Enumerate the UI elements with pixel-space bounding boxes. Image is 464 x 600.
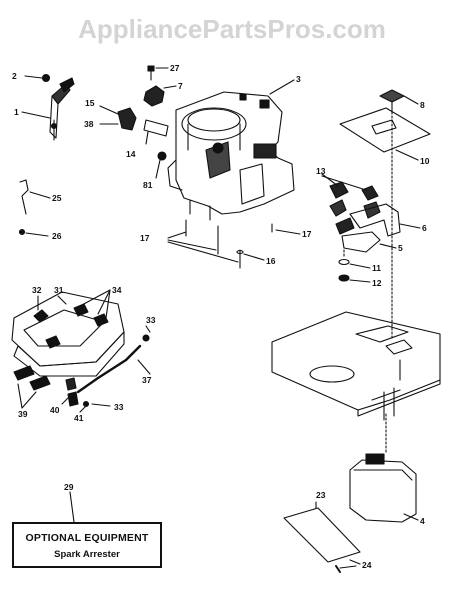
callout-label: 37 [142, 375, 152, 385]
optional-equipment-title: OPTIONAL EQUIPMENT [25, 532, 149, 544]
callout-label: 12 [372, 278, 382, 288]
filter-pads [13, 365, 51, 409]
callout-label: 15 [85, 98, 95, 108]
callout-label: 17 [302, 229, 312, 239]
knob-8 [379, 89, 419, 341]
callout-label: 5 [398, 243, 403, 253]
engine [167, 79, 295, 221]
callout-label: 38 [84, 119, 94, 129]
callout-label: 40 [50, 405, 60, 415]
exhaust-pipes [321, 173, 421, 253]
callout-label: 31 [54, 285, 64, 295]
callout-label: 1 [14, 107, 19, 117]
callout-label: 17 [140, 233, 150, 243]
breather-hose [76, 325, 151, 394]
optional-leader [69, 491, 75, 523]
callout-label: 81 [143, 180, 153, 190]
callout-label: 2 [12, 71, 17, 81]
callout-label: 27 [170, 63, 180, 73]
wire-25 [19, 179, 51, 215]
callout-label: 13 [316, 166, 326, 176]
callout-label: 16 [266, 256, 276, 266]
callout-label: 11 [372, 263, 381, 273]
spark-arrester-screen [283, 501, 361, 573]
heat-shield [339, 107, 431, 161]
fittings-40-41 [61, 377, 111, 413]
callout-label: 39 [18, 409, 28, 419]
bolt-27 [147, 65, 169, 81]
callout-label: 4 [420, 516, 425, 526]
callout-label: 7 [178, 81, 183, 91]
throttle-control [21, 73, 75, 141]
callout-label: 10 [420, 156, 430, 166]
callout-label: 6 [422, 223, 427, 233]
callout-label: 29 [64, 482, 74, 492]
callout-label: 26 [52, 231, 62, 241]
muffler [349, 413, 419, 523]
callout-label: 23 [316, 490, 326, 500]
engine-bolts [167, 219, 301, 269]
air-cleaner-assembly [11, 289, 125, 377]
callout-labels: 2 1 27 7 3 15 38 14 81 8 10 13 6 5 11 12… [12, 63, 430, 570]
washers-11-12 [338, 249, 371, 283]
callout-label: 33 [114, 402, 124, 412]
optional-equipment-box: OPTIONAL EQUIPMENT Spark Arrester [12, 522, 162, 568]
callout-label: 24 [362, 560, 372, 570]
plug-81 [155, 151, 167, 179]
callout-label: 8 [420, 100, 425, 110]
elbow-fitting [99, 105, 169, 145]
chassis-frame [271, 311, 441, 421]
watermark: AppliancePartsPros.com [78, 14, 386, 44]
callout-label: 41 [74, 413, 84, 423]
bracket-7 [143, 85, 177, 107]
clip-26 [18, 228, 49, 237]
optional-equipment-subtitle: Spark Arrester [54, 549, 120, 560]
callout-label: 3 [296, 74, 301, 84]
callout-label: 33 [146, 315, 156, 325]
callout-label: 34 [112, 285, 122, 295]
callout-label: 32 [32, 285, 42, 295]
callout-label: 14 [126, 149, 136, 159]
callout-label: 25 [52, 193, 62, 203]
